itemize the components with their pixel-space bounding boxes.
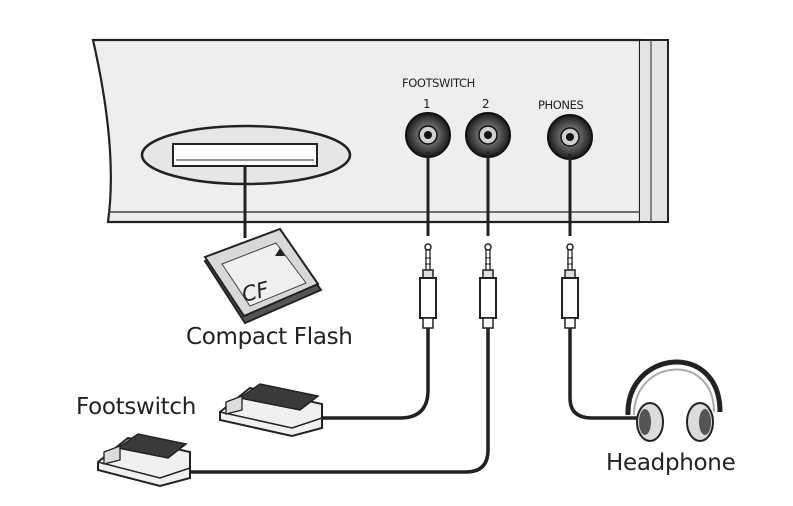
phones-jack [547, 114, 593, 160]
footswitch-pedal-icon [219, 383, 323, 438]
footswitch-header-label: FOOTSWITCH [402, 76, 475, 90]
footswitch-label: Footswitch [76, 394, 196, 420]
jack-plug-icon [419, 243, 437, 329]
compact-flash-label: Compact Flash [186, 324, 353, 350]
footswitch-2-cable [190, 328, 490, 474]
cf-card-icon: CF [203, 227, 323, 325]
jack-1-label: 1 [423, 97, 431, 111]
jack-plug-icon [479, 243, 497, 329]
footswitch-1-cable [322, 328, 430, 420]
jack-2-label: 2 [482, 97, 490, 111]
jack-plug-icon [561, 243, 579, 329]
phones-label: PHONES [538, 98, 584, 112]
footswitch-jack-2 [465, 112, 511, 158]
headphone-icon [625, 359, 723, 442]
footswitch-jack-1 [405, 112, 451, 158]
headphone-label: Headphone [606, 450, 735, 476]
headphone-cable [568, 328, 640, 420]
cf-slot [140, 124, 352, 238]
footswitch-pedal-icon [97, 433, 191, 488]
